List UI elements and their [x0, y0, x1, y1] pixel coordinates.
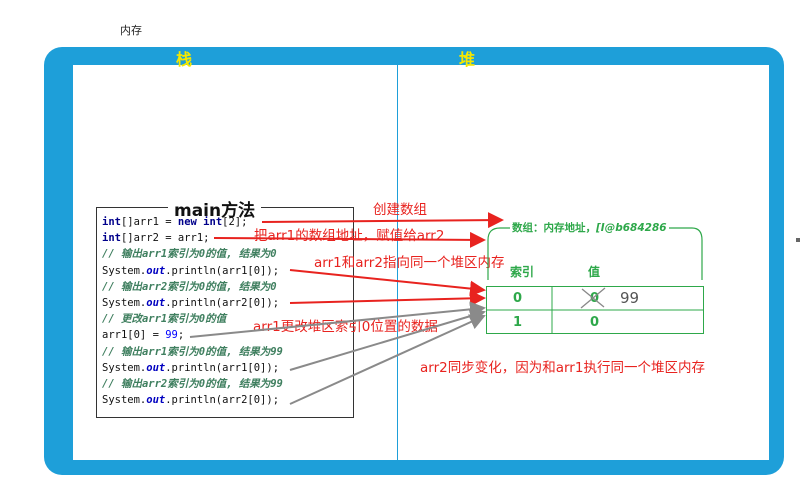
code-comment: // 输出arr2索引为0的值, 结果为0 — [102, 281, 277, 294]
edge-mark — [796, 238, 800, 242]
arrow-create-array — [261, 212, 504, 229]
page-title: 内存 — [120, 24, 142, 37]
code-line: System.out.println(arr2[0]); — [102, 394, 279, 407]
annotation-create-array: 创建数组 — [373, 202, 427, 218]
code-token: ; — [177, 329, 185, 342]
code-token: System. — [102, 264, 147, 277]
heap-row-0-index: 0 — [513, 291, 523, 306]
code-token: []arr1 = — [120, 216, 178, 228]
code-comment: // 更改arr1索引为0的值 — [102, 313, 226, 326]
heap-col-value: 值 — [588, 265, 601, 279]
code-token: System. — [102, 394, 147, 407]
code-token: 99 — [165, 329, 178, 342]
code-token: .println(arr2[0]); — [165, 297, 280, 309]
code-token: // 更改arr1索引为0的值 — [102, 313, 227, 326]
arrow-arr1-sync — [289, 308, 486, 371]
code-token: int — [102, 232, 121, 245]
code-token: []arr2 = arr1; — [120, 232, 210, 245]
code-token: System. — [102, 361, 147, 374]
annotation-sync-change: arr2同步变化，因为和arr1执行同一个堆区内存 — [420, 360, 705, 376]
arrow-assign-address — [213, 231, 486, 248]
heap-row-1-value: 0 — [590, 315, 600, 330]
arrow-arr2-sync — [289, 314, 486, 405]
code-token: out — [146, 394, 166, 407]
code-token: // 输出arr1索引为0的值, 结果为99 — [102, 345, 283, 358]
code-token: .println(arr1[0]); — [165, 264, 280, 277]
code-token: .println(arr1[0]); — [165, 361, 280, 374]
code-token: // 输出arr1索引为0的值, 结果为0 — [102, 248, 277, 261]
code-token: // 输出arr2索引为0的值, 结果为0 — [102, 280, 277, 293]
code-line: arr1[0] = 99; — [102, 329, 184, 342]
stack-label: 栈 — [176, 50, 193, 69]
heap-address: [I@b684286 — [596, 222, 667, 234]
heap-title-prefix: 数组：内存地址， — [512, 222, 596, 234]
code-comment: // 输出arr2索引为0的值, 结果为99 — [102, 378, 283, 391]
main-method-title: main方法 — [168, 196, 262, 221]
code-token: out — [146, 361, 166, 374]
stack-heap-divider — [397, 65, 398, 460]
code-token: new — [177, 216, 197, 228]
code-comment: // 输出arr1索引为0的值, 结果为0 — [102, 248, 277, 261]
code-token: // 输出arr2索引为0的值, 结果为99 — [102, 378, 283, 390]
code-token: int — [203, 216, 223, 228]
heap-row-0-new-value: 99 — [620, 289, 640, 307]
code-token: [2]; — [222, 216, 248, 228]
code-token: int — [102, 216, 121, 228]
code-token: out — [146, 264, 166, 277]
code-line: int[]arr2 = arr1; — [102, 232, 209, 245]
heap-col-index: 索引 — [510, 265, 535, 279]
heap-array-title: 数组：内存地址，[I@b684286 — [510, 220, 669, 235]
heap-label: 堆 — [459, 50, 476, 69]
arrow-arr1-read — [289, 269, 486, 297]
arrow-modify-value — [189, 301, 486, 338]
code-line: System.out.println(arr1[0]); — [102, 362, 279, 375]
code-comment: // 输出arr1索引为0的值, 结果为99 — [102, 346, 283, 359]
cross-out-icon — [580, 287, 606, 309]
code-token: arr1[0] = — [102, 329, 166, 342]
heap-table — [486, 286, 704, 334]
code-token: out — [146, 297, 166, 309]
heap-row-1-index: 1 — [513, 315, 523, 330]
code-line: int[]arr1 = new int[2]; — [102, 216, 247, 229]
annotation-modify-value: arr1更改堆区索引0位置的数据 — [253, 319, 438, 335]
annotation-same-heap: arr1和arr2指向同一个堆区内存 — [314, 255, 505, 271]
code-token: .println(arr2[0]); — [165, 394, 280, 407]
main-method-box — [96, 207, 354, 418]
arrow-arr2-read — [289, 290, 486, 307]
code-token: System. — [102, 297, 147, 309]
code-line: System.out.println(arr1[0]); — [102, 265, 279, 278]
code-line: System.out.println(arr2[0]); — [102, 297, 279, 310]
